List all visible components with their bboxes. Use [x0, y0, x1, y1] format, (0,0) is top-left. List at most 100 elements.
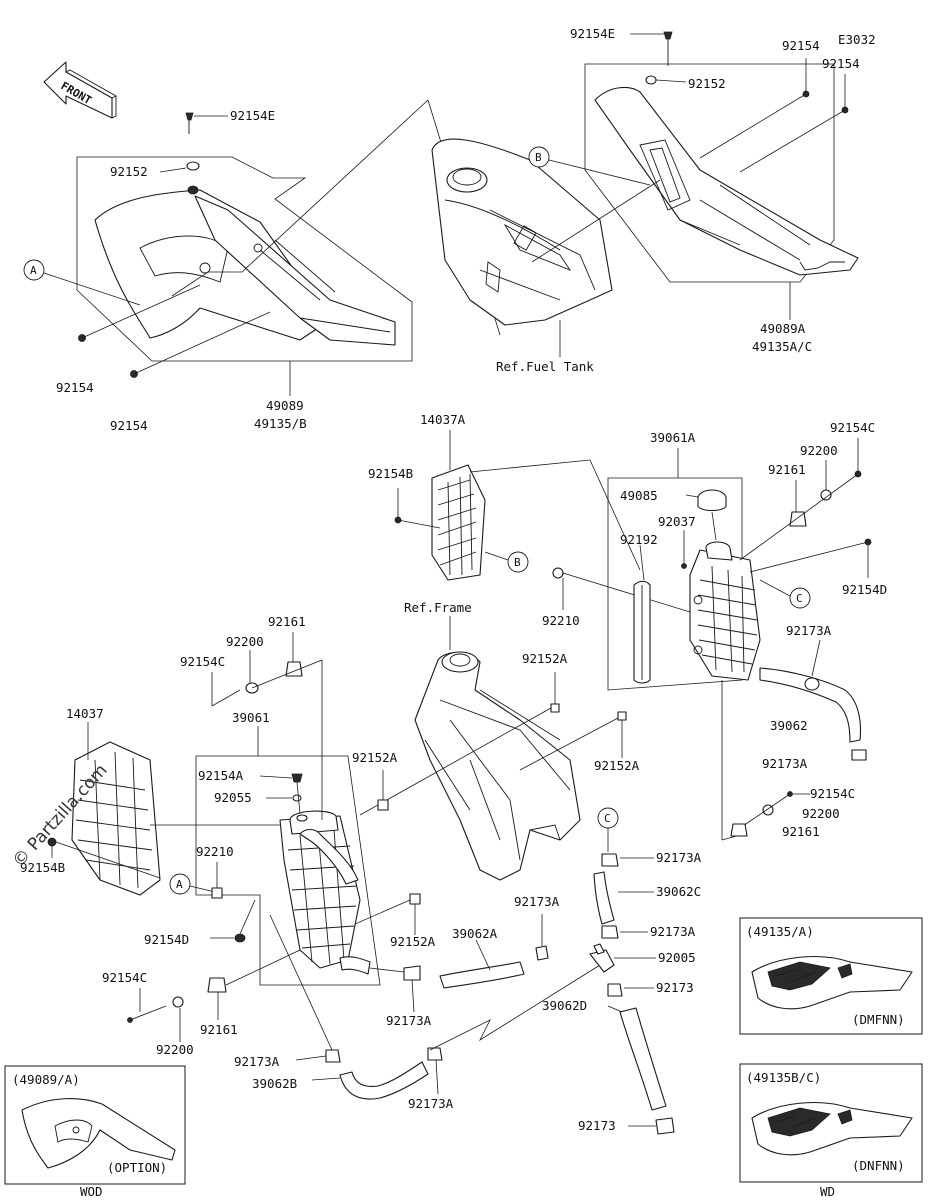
screw-92154E-right	[630, 31, 687, 85]
hose-39062	[759, 639, 867, 761]
inset-text: WD	[820, 1184, 835, 1199]
label-l-92161-bl: 92161	[200, 1022, 238, 1037]
label-l-92173a-c2: 92173A	[650, 924, 696, 939]
hose-39062B	[269, 914, 601, 1100]
right-shroud-group	[584, 63, 859, 283]
label-l-92161-r: 92161	[768, 462, 806, 477]
callout-c-right: C	[759, 579, 811, 609]
label-l-39061: 39061	[232, 710, 270, 725]
label-l-92173-c: 92173	[656, 980, 694, 995]
label-l-14037: 14037	[66, 706, 104, 721]
hose-39062A	[369, 914, 549, 1013]
label-l-49135b: 49135/B	[254, 416, 307, 431]
label-l-92192: 92192	[620, 532, 658, 547]
label-l-92173a-m2: 92173A	[514, 894, 560, 909]
label-l-39062c: 39062C	[656, 884, 701, 899]
radiator-right	[607, 448, 761, 691]
shroud-left-outer	[94, 189, 331, 341]
ref-frame: Ref.Frame	[404, 600, 472, 615]
inset-dnfnn: (49135B/C) (DNFNN) WD	[739, 1063, 923, 1199]
label-l-92173a-c1: 92173A	[656, 850, 702, 865]
inset-text: (49135/A)	[746, 924, 814, 939]
label-l-92200-l: 92200	[226, 634, 264, 649]
label-l-92200-r2: 92200	[802, 806, 840, 821]
inset-text: (DNFNN)	[852, 1158, 905, 1173]
label-l-92154e-top: 92154E	[570, 26, 615, 41]
inset-text: A	[176, 878, 183, 891]
bolt-92154B-left	[47, 837, 161, 879]
inset-dmfnn: (49135/A) (DMFNN)	[739, 917, 923, 1035]
label-l-92173a-r1: 92173A	[786, 623, 832, 638]
label-l-92173a-r2: 92173A	[762, 756, 808, 771]
shroud-right-outer	[594, 86, 859, 276]
label-l-49085: 49085	[620, 488, 658, 503]
inset-text: C	[796, 592, 803, 605]
label-l-92152a-2: 92152A	[594, 758, 640, 773]
guard-14037A	[394, 430, 641, 581]
fasteners-left-top	[211, 632, 323, 820]
label-l-92154a: 92154A	[198, 768, 244, 783]
frame	[414, 616, 581, 881]
label-l-92005: 92005	[658, 950, 696, 965]
label-l-92154d-l: 92154D	[144, 932, 189, 947]
label-l-92173a-m1: 92173A	[386, 1013, 432, 1028]
label-l-92154e-left: 92154E	[230, 108, 275, 123]
label-l-92210-r: 92210	[542, 613, 580, 628]
label-l-92152a-1: 92152A	[522, 651, 568, 666]
fasteners-right-top	[739, 438, 872, 578]
label-l-92173a-m3: 92173A	[234, 1054, 280, 1069]
label-l-92173a-m4: 92173A	[408, 1096, 454, 1111]
label-l-39062d: 39062D	[542, 998, 587, 1013]
label-l-92152a-4: 92152A	[390, 934, 436, 949]
screw-92154-right	[699, 58, 849, 173]
clip-92037	[681, 530, 687, 569]
inset-text: B	[535, 151, 542, 164]
label-l-92154-r2: 92154	[822, 56, 860, 71]
label-l-92161-r2: 92161	[782, 824, 820, 839]
inset-wod: (49089/A) (OPTION) WOD	[4, 1065, 186, 1199]
label-l-92154b-top: 92154B	[368, 466, 413, 481]
left-shroud-group	[76, 156, 413, 362]
fasteners-left-mid	[210, 862, 256, 943]
fasteners-92154A-92055	[259, 773, 303, 815]
label-l-92055: 92055	[214, 790, 252, 805]
label-l-92154-l2: 92154	[110, 418, 148, 433]
inset-text: A	[30, 264, 37, 277]
label-l-92037: 92037	[658, 514, 696, 529]
hose-39062C	[593, 853, 654, 939]
label-l-49089: 49089	[266, 398, 304, 413]
screw-92154E-left	[185, 112, 228, 134]
callout-b-top: B	[528, 146, 661, 263]
cap-49085	[685, 489, 727, 541]
inset-text: (49089/A)	[12, 1072, 80, 1087]
screw-92154-left	[78, 284, 271, 378]
label-l-92154b-l: 92154B	[20, 860, 65, 875]
guard-14037	[71, 722, 280, 896]
callout-a-mid: A	[169, 873, 216, 895]
label-l-92154c-l: 92154C	[180, 654, 225, 669]
lead-92192	[639, 544, 645, 581]
label-l-49135ac: 49135A/C	[752, 339, 812, 354]
ref-fuel-tank: Ref.Fuel Tank	[496, 359, 594, 374]
front-arrow: FRONT	[43, 61, 117, 119]
diagram-code: E3032	[838, 32, 876, 47]
hose-39062D	[607, 1005, 675, 1135]
fuel-tank	[171, 99, 613, 357]
inset-text: B	[514, 556, 521, 569]
label-l-39062a: 39062A	[452, 926, 498, 941]
label-l-92154d-r: 92154D	[842, 582, 887, 597]
label-l-92154c-r: 92154C	[830, 420, 875, 435]
label-l-92152a-3: 92152A	[352, 750, 398, 765]
inset-text: (DMFNN)	[852, 1012, 905, 1027]
joint-92005	[589, 943, 656, 997]
label-l-92200-bl: 92200	[156, 1042, 194, 1057]
radiator-left	[195, 726, 381, 986]
label-l-92161-l: 92161	[268, 614, 306, 629]
inset-text: (OPTION)	[107, 1160, 167, 1175]
inset-text: (49135B/C)	[746, 1070, 821, 1085]
label-l-92154c-bl: 92154C	[102, 970, 147, 985]
washer-92152-left	[159, 161, 200, 195]
label-l-92154-l1: 92154	[56, 380, 94, 395]
